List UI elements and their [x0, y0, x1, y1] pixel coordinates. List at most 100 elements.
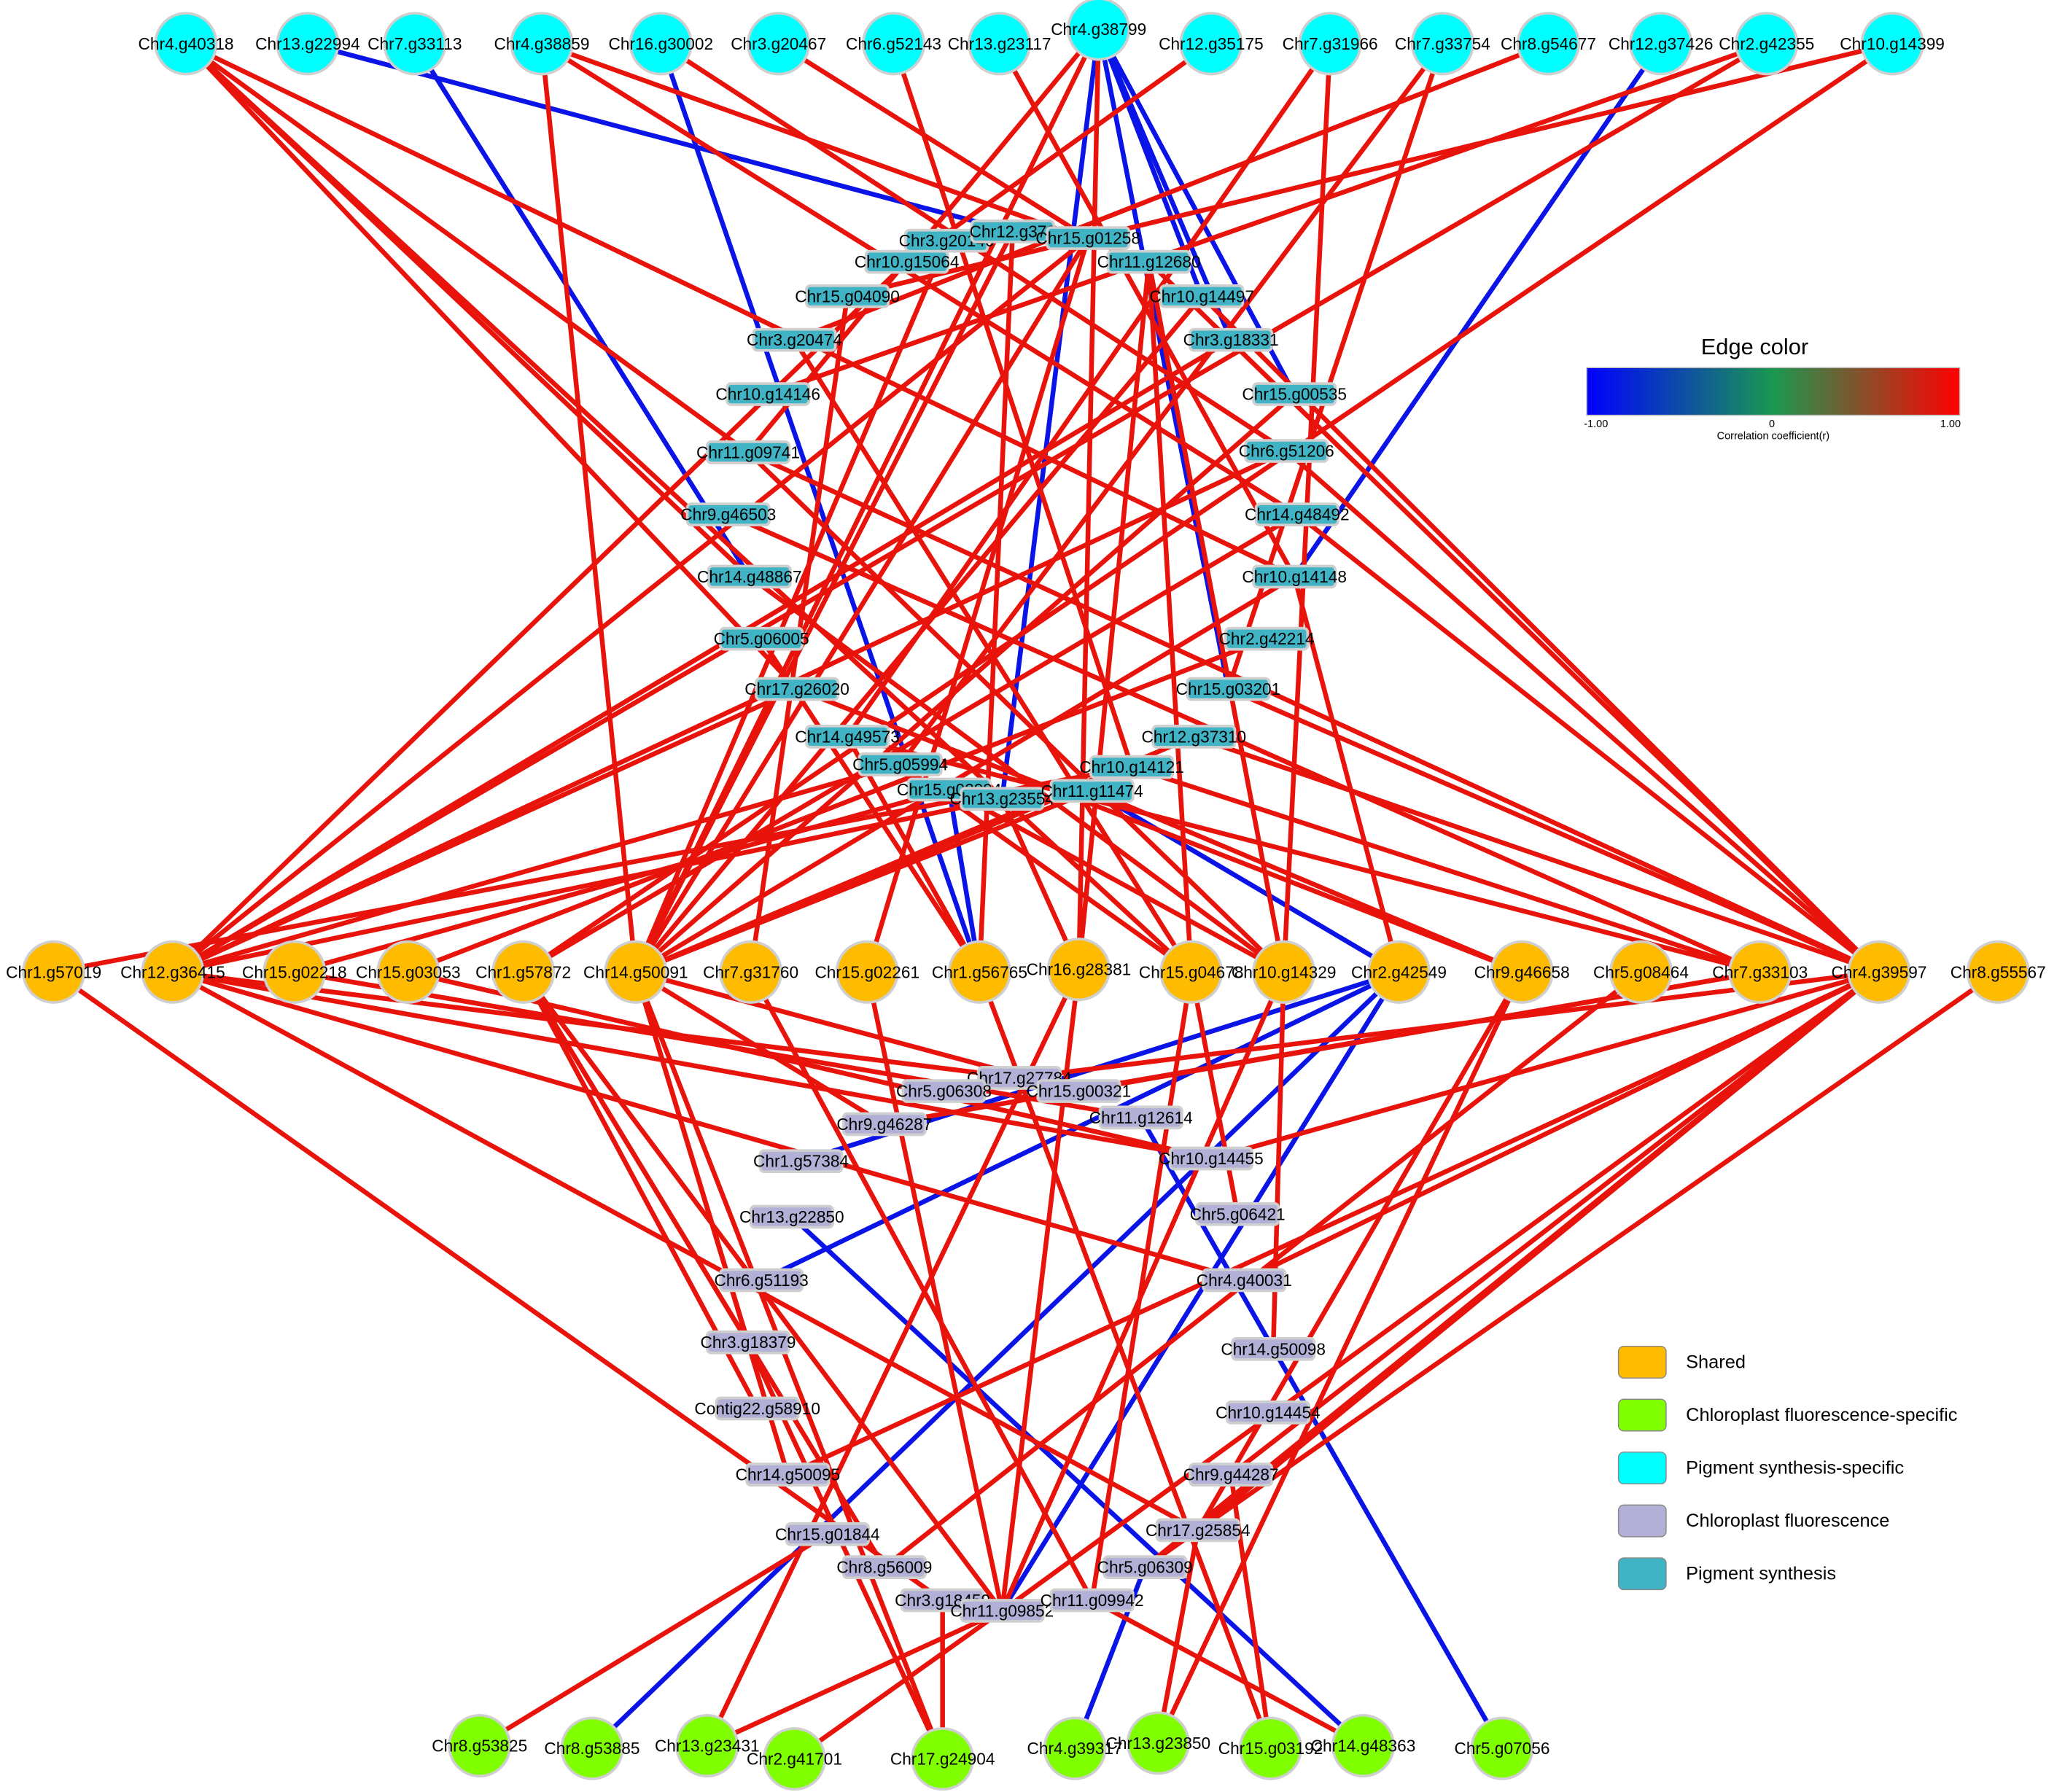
- edge-positive: [1156, 970, 1525, 1746]
- node-ps[interactable]: Chr10.g14148: [1242, 564, 1347, 589]
- node-shared[interactable]: Chr7.g31760: [703, 940, 798, 1004]
- node-ps[interactable]: Chr6.g51206: [1239, 439, 1334, 463]
- node-shape: [1067, 0, 1131, 61]
- node-shared[interactable]: Chr10.g14329: [1232, 940, 1337, 1004]
- node-ps-specific[interactable]: Chr13.g23117: [948, 12, 1051, 76]
- node-ps-specific[interactable]: Chr4.g38859: [494, 12, 590, 76]
- node-ps[interactable]: Chr10.g14146: [715, 382, 820, 406]
- node-cf[interactable]: Chr5.g06421: [1190, 1201, 1286, 1226]
- node-shared[interactable]: Chr14.g50091: [583, 940, 688, 1004]
- node-cf-specific[interactable]: Chr2.g41701: [747, 1727, 842, 1791]
- node-cf[interactable]: Chr9.g44287: [1183, 1462, 1279, 1487]
- node-ps-specific[interactable]: Chr13.g22994: [255, 12, 360, 76]
- node-shared[interactable]: Chr5.g08464: [1593, 940, 1689, 1004]
- node-ps[interactable]: Chr10.g14121: [1079, 755, 1184, 779]
- node-cf-specific[interactable]: Chr5.g07056: [1454, 1716, 1549, 1780]
- node-ps[interactable]: Chr11.g12680: [1097, 249, 1201, 274]
- node-ps[interactable]: Chr3.g20474: [747, 327, 842, 352]
- node-cf[interactable]: Chr14.g50095: [736, 1462, 841, 1487]
- node-shared[interactable]: Chr1.g57872: [475, 940, 571, 1004]
- node-ps[interactable]: Chr15.g04090: [795, 284, 900, 308]
- node-ps-specific[interactable]: Chr4.g40318: [139, 12, 234, 76]
- node-cf[interactable]: Chr17.g25854: [1146, 1518, 1251, 1543]
- node-ps[interactable]: Chr14.g48492: [1245, 502, 1350, 526]
- node-ps[interactable]: Chr2.g42214: [1219, 626, 1315, 651]
- node-ps-specific[interactable]: Chr12.g35175: [1159, 12, 1264, 76]
- node-ps[interactable]: Chr11.g09741: [696, 440, 800, 464]
- node-ps-specific[interactable]: Chr3.g20467: [731, 12, 826, 76]
- node-shared[interactable]: Chr15.g04678: [1139, 940, 1244, 1004]
- node-shared[interactable]: Chr15.g03053: [356, 940, 461, 1004]
- node-ps[interactable]: Chr12.g37310: [1142, 725, 1247, 749]
- node-cf[interactable]: Chr6.g51193: [714, 1268, 809, 1293]
- node-shared[interactable]: Chr15.g02261: [814, 940, 919, 1004]
- node-shared[interactable]: Chr1.g57019: [6, 940, 101, 1004]
- node-cf[interactable]: Chr9.g46287: [836, 1112, 932, 1137]
- node-cf[interactable]: Chr1.g57384: [753, 1149, 849, 1174]
- edge-positive: [844, 41, 1895, 299]
- node-cf[interactable]: Chr8.g56009: [836, 1555, 932, 1579]
- node-ps-specific[interactable]: Chr12.g37426: [1609, 12, 1714, 76]
- node-cf[interactable]: Chr4.g40031: [1197, 1268, 1292, 1293]
- node-shared[interactable]: Chr7.g33103: [1712, 940, 1808, 1004]
- node-cf[interactable]: Chr10.g14454: [1216, 1401, 1321, 1425]
- node-ps-specific[interactable]: Chr8.g54677: [1501, 12, 1596, 76]
- node-cf[interactable]: Chr15.g00321: [1027, 1079, 1132, 1103]
- node-ps-specific[interactable]: Chr16.g30002: [608, 12, 713, 76]
- node-ps-specific[interactable]: Chr10.g14399: [1840, 12, 1945, 76]
- node-shared[interactable]: Chr2.g42549: [1351, 940, 1447, 1004]
- node-ps[interactable]: Chr14.g49573: [795, 725, 900, 749]
- node-cf-specific[interactable]: Chr17.g24904: [890, 1727, 995, 1791]
- node-ps-specific[interactable]: Chr2.g42355: [1719, 12, 1814, 76]
- node-ps-specific[interactable]: Chr7.g33754: [1395, 12, 1490, 76]
- node-cf-specific[interactable]: Chr8.g53825: [432, 1713, 527, 1778]
- node-ps[interactable]: Chr15.g01258: [1035, 226, 1140, 250]
- node-cf[interactable]: Chr5.g06309: [1097, 1555, 1193, 1579]
- node-cf[interactable]: Chr10.g14455: [1159, 1146, 1264, 1171]
- node-ps[interactable]: Chr5.g06005: [714, 626, 809, 651]
- node-shared[interactable]: Chr8.g55567: [1951, 940, 2046, 1004]
- node-label: Chr1.g56765: [932, 962, 1027, 981]
- node-cf[interactable]: Chr11.g12614: [1089, 1105, 1193, 1130]
- node-shared[interactable]: Chr16.g28381: [1027, 938, 1132, 1002]
- node-shared[interactable]: Chr9.g46658: [1474, 940, 1570, 1004]
- node-cf-specific[interactable]: Chr4.g39317: [1027, 1716, 1123, 1780]
- node-shared[interactable]: Chr15.g02218: [242, 940, 347, 1004]
- node-cf[interactable]: Chr11.g09852: [950, 1599, 1054, 1623]
- node-cf[interactable]: Chr13.g22850: [739, 1204, 844, 1229]
- node-shared[interactable]: Chr12.g36415: [120, 940, 225, 1004]
- node-cf[interactable]: Contig22.g58910: [694, 1396, 820, 1421]
- node-ps-specific[interactable]: Chr4.g38799: [1051, 0, 1146, 61]
- node-cf-specific[interactable]: Chr13.g23850: [1106, 1711, 1211, 1775]
- node-cf[interactable]: Chr14.g50098: [1221, 1336, 1326, 1361]
- node-ps[interactable]: Chr9.g46503: [680, 502, 776, 526]
- node-ps[interactable]: Chr17.g26020: [744, 677, 849, 701]
- node-cf[interactable]: Chr3.g18379: [700, 1330, 796, 1355]
- node-cf-specific[interactable]: Chr8.g53885: [544, 1716, 639, 1780]
- node-ps-specific[interactable]: Chr6.g52143: [846, 12, 941, 76]
- node-cf[interactable]: Chr15.g01844: [775, 1522, 880, 1546]
- node-cf-specific[interactable]: Chr13.g23431: [655, 1713, 760, 1778]
- node-cf-specific[interactable]: Chr14.g48363: [1311, 1713, 1416, 1778]
- node-ps[interactable]: Chr12.g373: [970, 219, 1056, 244]
- node-ps-specific[interactable]: Chr7.g33113: [368, 12, 462, 76]
- node-ps[interactable]: Chr5.g05994: [852, 752, 948, 776]
- node-ps[interactable]: Chr14.g48867: [697, 564, 802, 589]
- edge-positive: [633, 26, 1101, 975]
- node-cf[interactable]: Chr11.g09942: [1041, 1588, 1144, 1613]
- node-shared[interactable]: Chr1.g56765: [932, 940, 1027, 1004]
- node-ps[interactable]: Chr15.g00535: [1242, 382, 1347, 406]
- node-ps[interactable]: Chr15.g03201: [1176, 677, 1281, 701]
- node-ps[interactable]: Chr10.g15064: [855, 249, 960, 274]
- edge-positive: [170, 762, 903, 975]
- node-shared[interactable]: Chr4.g39597: [1831, 940, 1926, 1004]
- node-cf-specific[interactable]: Chr15.g03192: [1218, 1716, 1323, 1780]
- node-label: Chr10.g15064: [855, 252, 960, 271]
- node-ps[interactable]: Chr13.g23554: [949, 787, 1054, 811]
- node-ps-specific[interactable]: Chr7.g31966: [1283, 12, 1378, 76]
- node-cf[interactable]: Chr5.g06308: [896, 1079, 992, 1103]
- node-ps[interactable]: Chr3.g18331: [1183, 327, 1279, 352]
- node-ps[interactable]: Chr11.g11474: [1041, 779, 1143, 803]
- node-ps[interactable]: Chr10.g14497: [1149, 284, 1254, 308]
